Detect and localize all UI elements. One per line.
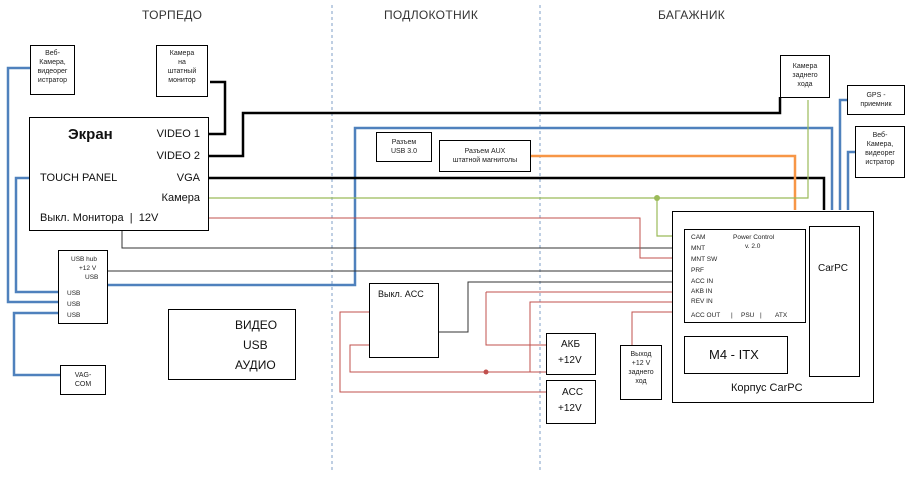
akb-battery: АКБ +12V [546, 333, 596, 375]
power-control: Power Control v. 2.0 CAM MNT MNT SW PRF … [684, 229, 806, 323]
usb-hub: USB hub +12 V USB USB USB USB [58, 250, 108, 324]
legend-usb: USB [243, 338, 268, 352]
screen-camera: Камера [161, 192, 200, 204]
screen-monitor-off: Выкл. Монитора | 12V [40, 212, 159, 224]
camera-junction [654, 195, 660, 201]
power-wire-switch-in [485, 292, 546, 346]
section-torpedo: ТОРПЕДО [142, 8, 203, 22]
vag-com: VAG-COM [60, 365, 106, 395]
m4-itx: M4 - ITX [684, 336, 788, 374]
acc-switch: Выкл. ACC [369, 283, 439, 358]
case-label: Корпус CarPC [731, 382, 803, 394]
power-wires [208, 217, 684, 393]
power-junction [483, 369, 489, 375]
wire-monitor-off [121, 231, 684, 249]
video-wire-rearcam [208, 97, 782, 158]
usb-wire-gps [838, 98, 847, 210]
screen-title: Экран [68, 126, 113, 143]
acc-power: ACC +12V [546, 380, 596, 424]
power-wire-acc-left2 [349, 344, 546, 373]
usb-wire-touch [14, 176, 58, 294]
usb-wire-webcam-right [846, 150, 855, 210]
usb-wire-webcam-left [6, 66, 58, 304]
carpc-unit: CarPC [809, 226, 860, 377]
section-trunk: БАГАЖНИК [658, 8, 726, 22]
gps-receiver: GPS -приемник [847, 85, 905, 115]
power-wire-revin [631, 311, 684, 345]
usb-wires [6, 66, 855, 377]
power-wire-akbin [529, 301, 684, 372]
legend-video: ВИДЕО [235, 318, 278, 332]
audio-wire-aux [530, 154, 797, 210]
legend: ВИДЕО USB АУДИО [168, 309, 296, 380]
usb-wire-hub-carpc [108, 126, 834, 287]
screen-vga: VGA [176, 172, 200, 184]
usb-wire-vag [12, 311, 60, 377]
screen: Экран VIDEO 1 VIDEO 2 TOUCH PANEL VGA Ка… [29, 117, 209, 231]
section-armrest: ПОДЛОКОТНИК [384, 8, 479, 22]
power-wire-12v [208, 217, 684, 259]
legend-audio: АУДИО [235, 358, 276, 372]
power-wire-acc-left [339, 311, 546, 393]
video-wire-cam-monitor [208, 80, 227, 136]
screen-touch: TOUCH PANEL [40, 172, 118, 184]
camera-wire-screen [208, 100, 809, 199]
video-wires [208, 80, 826, 210]
video-wire-vga [208, 176, 826, 210]
screen-video2: VIDEO 2 [156, 150, 200, 162]
screen-video1: VIDEO 1 [156, 128, 200, 140]
